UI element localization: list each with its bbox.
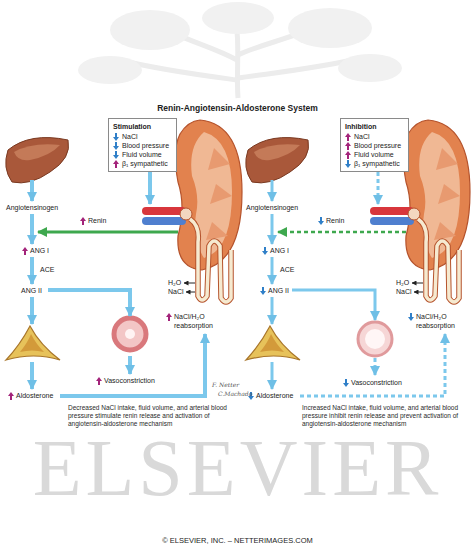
substance-label: Angiotensinogen: [6, 203, 58, 212]
secretion-arrow: [414, 292, 423, 293]
flow-arrow: [271, 257, 274, 284]
flow-arrow: [271, 297, 274, 324]
box-heading: Stimulation: [113, 122, 171, 132]
factor-item: Fluid volume: [113, 150, 171, 159]
flow-arrow: [300, 334, 445, 396]
factor-box: InhibitionNaClBlood pressureFluid volume…: [340, 118, 409, 172]
copyright-notice: © ELSEVIER, INC. – NETTERIMAGES.COM: [0, 536, 475, 545]
enzyme-label: Renin: [318, 216, 344, 225]
solute-label: NaCl: [396, 287, 412, 296]
effect-label: NaCl/H₂O reabsorption: [408, 312, 474, 330]
enzyme-label: Renin: [80, 216, 106, 225]
secretion-arrow: [186, 292, 195, 293]
renin-arrow: [278, 231, 406, 234]
solute-label: NaCl: [168, 287, 184, 296]
vessel-lumen: [125, 329, 135, 339]
flow-arrow: [377, 172, 380, 204]
leaf-cluster: [78, 56, 142, 84]
box-heading: Inhibition: [345, 122, 403, 132]
flow-arrow: [271, 214, 274, 244]
flow-arrow: [30, 362, 34, 389]
flow-arrow: [271, 362, 274, 389]
secretion-arrow: [412, 283, 423, 284]
hormone-label: Aldosterone: [8, 391, 53, 400]
diagram-title: Renin-Angiotensin-Aldosterone System: [0, 103, 475, 113]
adrenal: [246, 326, 300, 360]
factor-item: Blood pressure: [113, 141, 171, 150]
factor-item: β₁ sympathetic: [345, 159, 403, 168]
substance-label: ANG II: [260, 286, 289, 295]
solute-label: H₂O: [396, 278, 409, 287]
dilated-vessel: [358, 322, 392, 356]
effect-label: Vasoconstriction: [96, 376, 155, 385]
liver: [246, 138, 309, 183]
leaf-cluster: [110, 10, 190, 50]
enzyme-label: ACE: [280, 265, 294, 274]
panel-caption: Increased NaCl intake, fluid volume, and…: [302, 404, 470, 428]
effect-label: NaCl/H₂O reabsorption: [166, 312, 232, 330]
watermark-leaves: [78, 2, 402, 84]
flow-arrow: [48, 290, 130, 316]
factor-item: β₁ sympathetic: [113, 159, 171, 168]
panel-caption: Decreased NaCl intake, fluid volume, and…: [68, 404, 236, 428]
secretion-arrow: [184, 283, 195, 284]
liver: [6, 138, 69, 183]
constricted-vessel: [114, 318, 146, 350]
enzyme-label: ACE: [40, 265, 54, 274]
flow-arrow: [30, 180, 34, 201]
adrenal: [6, 326, 60, 360]
leaf-cluster: [202, 2, 274, 34]
factor-item: Fluid volume: [345, 150, 403, 159]
vessel-lumen: [365, 329, 385, 349]
substance-label: ANG II: [21, 286, 42, 295]
factor-box: StimulationNaClBlood pressureFluid volum…: [108, 118, 177, 172]
hormone-label: Aldosterone: [248, 391, 293, 400]
effect-label: Vasoconstriction: [343, 378, 402, 387]
flow-arrow: [292, 290, 375, 320]
flow-arrow: [128, 356, 132, 374]
flow-arrow: [374, 358, 377, 375]
watermark: ELSEVIER: [0, 428, 475, 508]
factor-item: Blood pressure: [345, 141, 403, 150]
flow-arrow: [30, 214, 34, 244]
substance-label: Angiotensinogen: [246, 203, 298, 212]
factor-item: NaCl: [113, 132, 171, 141]
leaf-cluster: [338, 54, 402, 82]
flow-arrow: [30, 297, 34, 324]
flow-arrow: [271, 180, 274, 201]
substance-label: ANG I: [22, 246, 49, 255]
substance-label: ANG I: [262, 246, 289, 255]
leaf-cluster: [288, 8, 372, 48]
solute-label: H₂O: [168, 278, 181, 287]
factor-item: NaCl: [345, 132, 403, 141]
flow-arrow: [148, 172, 152, 204]
artist-signature: C.Machado: [218, 390, 252, 398]
artist-signature: F. Netter: [212, 381, 239, 389]
flow-arrow: [60, 334, 205, 396]
flow-arrow: [30, 257, 34, 284]
renin-arrow: [38, 231, 178, 234]
